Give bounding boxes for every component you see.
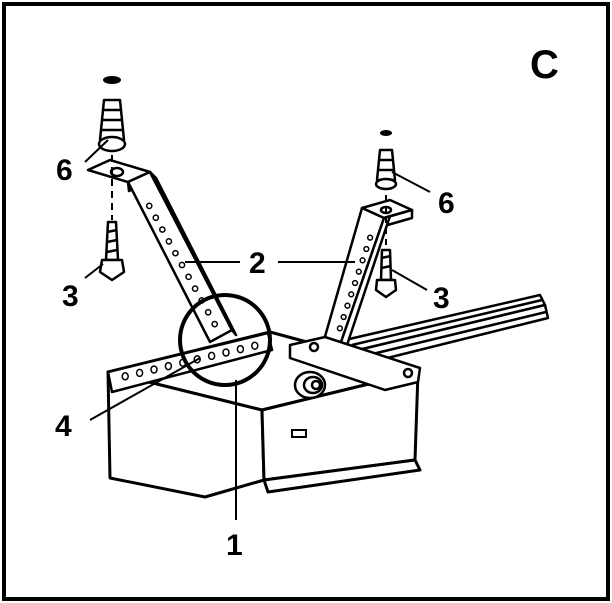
callout-4: 4 (55, 410, 72, 443)
perforation-hole (236, 344, 245, 354)
callout-2: 2 (249, 247, 266, 280)
perforation-hole (164, 361, 173, 371)
perforation-hole (340, 313, 347, 321)
perforation-hole (359, 257, 366, 264)
leader-lines (84, 139, 431, 520)
perforation-hole (363, 245, 370, 253)
perforation-hole (207, 351, 216, 361)
motor-knob (293, 370, 327, 400)
perforation-hole (150, 365, 158, 374)
right-expansion-anchor (374, 148, 398, 191)
callout-6-right: 6 (438, 187, 455, 220)
left-anchor-cap (103, 76, 121, 84)
perforation-hole (165, 238, 173, 245)
perforation-hole (351, 279, 359, 287)
perforation-hole (336, 325, 344, 332)
rail-end-mount (288, 335, 422, 392)
housing-slot (291, 429, 307, 438)
perforation-hole (152, 214, 160, 222)
right-lag-screw (374, 248, 398, 299)
perforation-hole (355, 268, 362, 275)
perforation-hole (185, 273, 192, 281)
detail-circle (178, 293, 272, 387)
perforation-hole (135, 368, 144, 378)
callout-3-right: 3 (433, 282, 450, 315)
perforation-hole (222, 348, 230, 357)
perforation-hole (348, 291, 355, 298)
right-anchor-cap (380, 130, 392, 136)
perforation-hole (366, 234, 374, 241)
perforation-hole (121, 372, 129, 381)
rail (343, 293, 550, 368)
perforation-hole (251, 341, 259, 350)
perforation-hole (145, 202, 153, 210)
perforation-hole (191, 285, 199, 292)
perforation-hole (344, 302, 351, 309)
left-expansion-anchor (97, 98, 127, 153)
callout-3-left: 3 (62, 280, 79, 313)
panel-letter: C (530, 43, 559, 87)
callout-6-left: 6 (56, 154, 73, 187)
callout-1: 1 (226, 529, 243, 562)
perforation-hole (204, 308, 212, 316)
perforation-hole (178, 261, 186, 269)
left-lag-screw (98, 220, 126, 282)
perforation-hole (172, 249, 179, 257)
right-bracket-holes (336, 234, 374, 332)
perforation-hole (159, 226, 166, 233)
perforation-hole (211, 320, 219, 328)
